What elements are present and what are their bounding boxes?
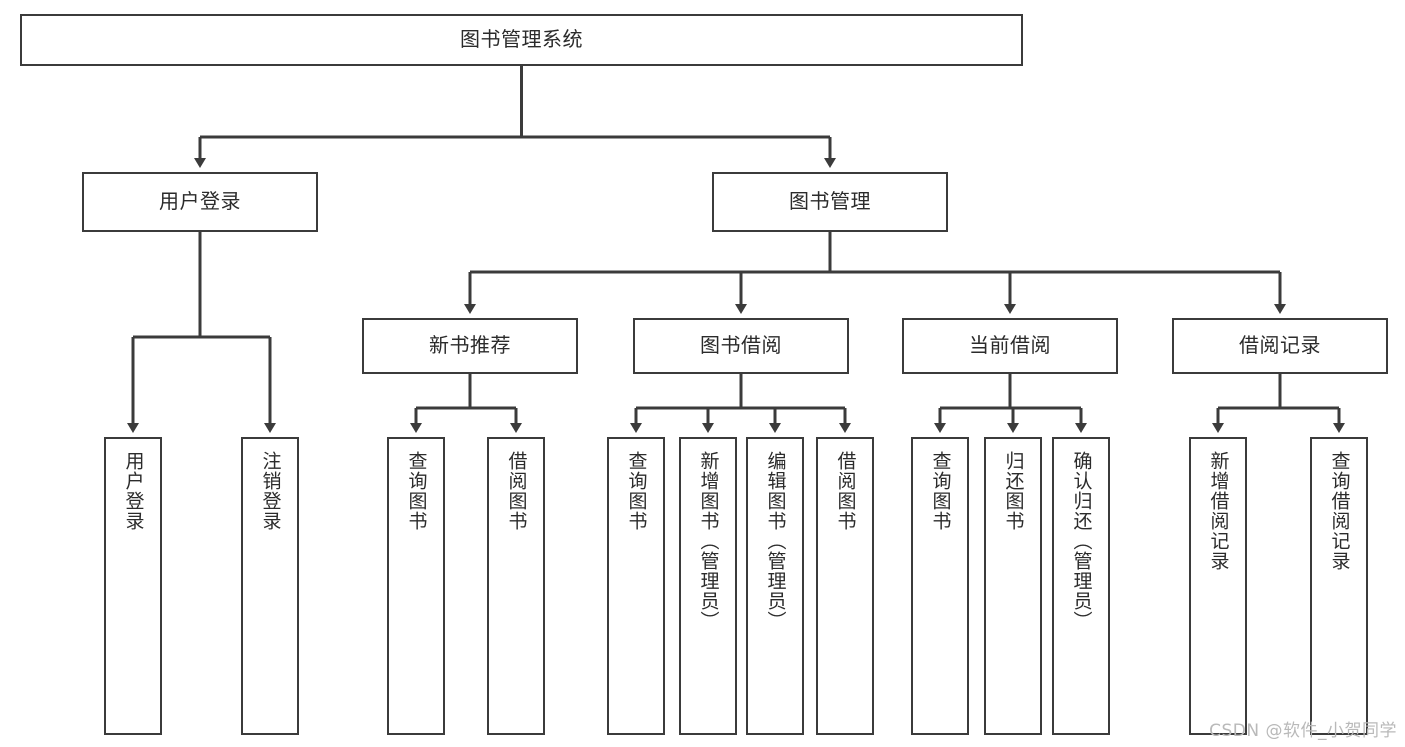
node-leaf-return-book[interactable]: 归还图书	[984, 437, 1042, 735]
node-leaf-logout-login[interactable]: 注销登录	[241, 437, 299, 735]
node-user-login[interactable]: 用户登录	[82, 172, 318, 232]
node-book-borrow[interactable]: 图书借阅	[633, 318, 849, 374]
node-leaf-add-book[interactable]: 新增图书（管理员）	[679, 437, 737, 735]
node-leaf-query-book-current[interactable]: 查询图书	[911, 437, 969, 735]
node-label: 新增图书（管理员）	[697, 451, 720, 631]
node-label: 用户登录	[122, 451, 145, 531]
node-leaf-confirm-return[interactable]: 确认归还（管理员）	[1052, 437, 1110, 735]
node-label: 图书借阅	[700, 333, 782, 358]
node-label: 新增借阅记录	[1207, 451, 1230, 571]
node-leaf-query-book-borrow[interactable]: 查询图书	[607, 437, 665, 735]
node-new-book-recommend[interactable]: 新书推荐	[362, 318, 578, 374]
node-leaf-query-borrow-record[interactable]: 查询借阅记录	[1310, 437, 1368, 735]
node-leaf-borrow-book-recommend[interactable]: 借阅图书	[487, 437, 545, 735]
node-borrow-record[interactable]: 借阅记录	[1172, 318, 1388, 374]
node-label: 归还图书	[1002, 451, 1025, 531]
node-label: 查询图书	[625, 451, 648, 531]
node-label: 注销登录	[259, 451, 282, 531]
node-label: 用户登录	[159, 189, 241, 214]
node-book-management[interactable]: 图书管理	[712, 172, 948, 232]
node-current-borrow[interactable]: 当前借阅	[902, 318, 1118, 374]
node-label: 编辑图书（管理员）	[764, 451, 787, 631]
node-label: 图书管理	[789, 189, 871, 214]
node-leaf-borrow-book[interactable]: 借阅图书	[816, 437, 874, 735]
node-leaf-add-borrow-record[interactable]: 新增借阅记录	[1189, 437, 1247, 735]
node-label: 查询图书	[405, 451, 428, 531]
node-label: 当前借阅	[969, 333, 1051, 358]
node-label: 确认归还（管理员）	[1070, 451, 1093, 631]
node-leaf-edit-book[interactable]: 编辑图书（管理员）	[746, 437, 804, 735]
node-label: 借阅记录	[1239, 333, 1321, 358]
node-label: 新书推荐	[429, 333, 511, 358]
node-label: 图书管理系统	[460, 27, 583, 52]
node-label: 查询图书	[929, 451, 952, 531]
node-label: 借阅图书	[834, 451, 857, 531]
node-label: 借阅图书	[505, 451, 528, 531]
node-leaf-user-login[interactable]: 用户登录	[104, 437, 162, 735]
node-label: 查询借阅记录	[1328, 451, 1351, 571]
node-leaf-query-book-recommend[interactable]: 查询图书	[387, 437, 445, 735]
node-root[interactable]: 图书管理系统	[20, 14, 1023, 66]
